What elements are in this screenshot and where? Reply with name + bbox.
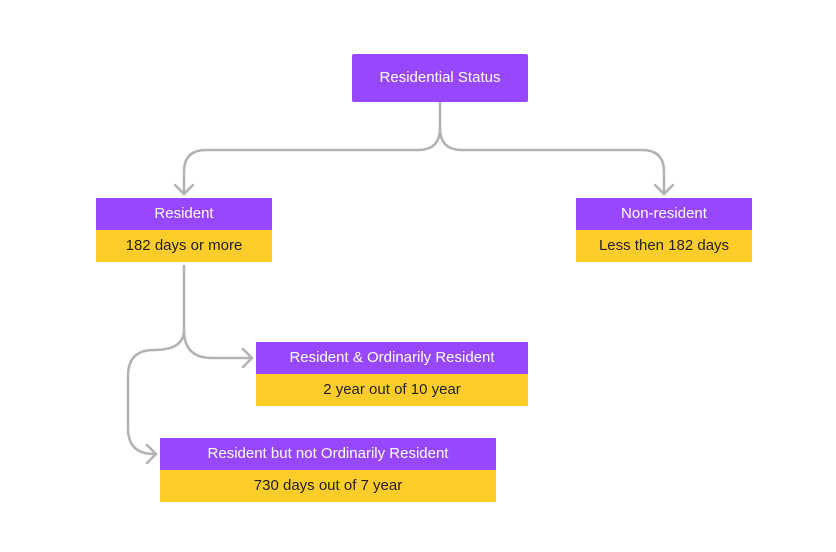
node-not-ordinarily-resident-detail: 730 days out of 7 year	[160, 470, 496, 502]
node-resident-detail: 182 days or more	[96, 230, 272, 262]
edge-resident-to-not-ordinarily-resident	[126, 328, 186, 456]
edge-root-to-resident	[182, 100, 442, 196]
node-non-resident-label: Non-resident	[576, 198, 752, 230]
node-residential-status-label: Residential Status	[352, 54, 528, 102]
node-not-ordinarily-resident: Resident but not Ordinarily Resident 730…	[160, 438, 496, 502]
edge-resident-to-ordinarily-resident	[182, 264, 254, 360]
node-non-resident: Non-resident Less then 182 days	[576, 198, 752, 262]
node-ordinarily-resident: Resident & Ordinarily Resident 2 year ou…	[256, 342, 528, 406]
node-resident-label: Resident	[96, 198, 272, 230]
arrowhead-not-ordinarily-resident	[145, 443, 158, 465]
arrowhead-ordinarily-resident	[241, 347, 254, 369]
node-ordinarily-resident-detail: 2 year out of 10 year	[256, 374, 528, 406]
node-not-ordinarily-resident-label: Resident but not Ordinarily Resident	[160, 438, 496, 470]
node-ordinarily-resident-label: Resident & Ordinarily Resident	[256, 342, 528, 374]
arrowhead-resident	[173, 183, 195, 196]
edge-root-to-non-resident	[438, 126, 666, 196]
node-residential-status: Residential Status	[352, 54, 528, 102]
node-resident: Resident 182 days or more	[96, 198, 272, 262]
arrowhead-non-resident	[653, 183, 675, 196]
node-non-resident-detail: Less then 182 days	[576, 230, 752, 262]
